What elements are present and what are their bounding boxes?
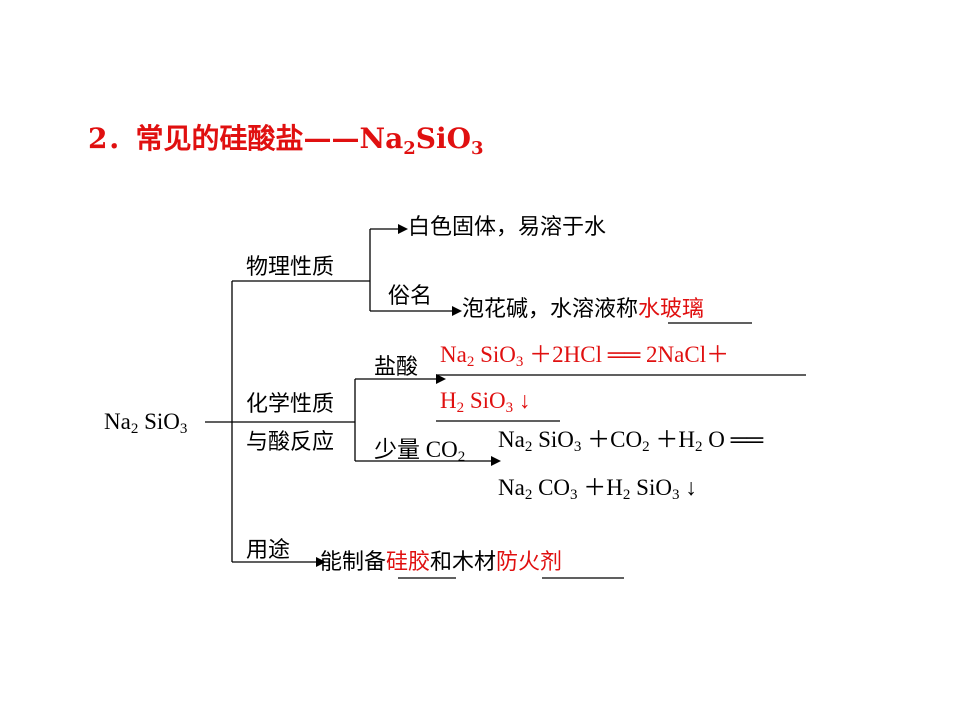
physical-label: 物理性质 (246, 255, 335, 280)
eq2-line2-d-sub: 3 (671, 487, 680, 503)
eq2-line2-b-sub: 3 (570, 487, 578, 503)
root-mid: SiO (138, 409, 180, 434)
title-number: 2 (88, 122, 108, 155)
title-sub1: 2 (403, 138, 416, 159)
eq2-b-sub: 3 (573, 439, 582, 455)
equation-2-line1: Na2 SiO3 ＋CO2 ＋H2 O ══ (498, 428, 763, 455)
eq1-a-sub: 2 (466, 354, 475, 370)
co2-label-sub: 2 (457, 449, 466, 465)
use-text-1: 能制备 (320, 550, 387, 575)
common-name-label: 俗名 (388, 284, 433, 309)
arrowhead-co2 (491, 456, 501, 466)
use-line: 能制备硅胶和木材防火剂 (320, 552, 562, 574)
eq1-c: ＋2HCl ══ 2NaCl＋ (523, 342, 730, 367)
eq2-line2-b: CO (532, 475, 571, 500)
root-text: Na (104, 409, 131, 434)
title-mid: SiO (415, 122, 472, 155)
eq2-line2-c-sub: 2 (622, 487, 631, 503)
eq2-line2-a: Na (498, 475, 525, 500)
title-text: ．常见的硅酸盐——Na (107, 122, 404, 155)
eq2-line2-a-sub: 2 (524, 487, 533, 503)
eq2-c: ＋CO (581, 427, 643, 452)
chemical-label-line1: 化学性质 (246, 392, 335, 417)
common-name-line: 泡花碱，水溶液称水玻璃 (462, 299, 704, 321)
use-text-2: 和木材 (430, 550, 497, 575)
precipitate-arrow-icon: ↓ (518, 388, 531, 413)
root-node: Na2 SiO3 (104, 410, 187, 437)
arrowhead-hcl (436, 374, 446, 384)
eq1-line2-b: SiO (464, 388, 506, 413)
eq1-b-sub: 3 (515, 354, 524, 370)
eq1-line2-b-sub: 3 (505, 400, 514, 416)
eq2-e: O ══ (702, 427, 764, 452)
eq1-a: Na (440, 342, 467, 367)
common-name-answer: 水玻璃 (638, 297, 705, 322)
arrowhead-name (452, 306, 462, 316)
eq2-c-sub: 2 (642, 439, 650, 455)
co2-label: 少量 CO2 (374, 438, 465, 465)
eq2-d-sub: 2 (694, 439, 703, 455)
arrowhead-use (316, 557, 326, 567)
co2-label-text: 少量 CO (374, 437, 458, 462)
common-name-text: 泡花碱，水溶液称 (462, 297, 639, 322)
eq1-b: SiO (474, 342, 516, 367)
root-sub1: 2 (130, 421, 139, 437)
use-label: 用途 (246, 538, 291, 563)
hcl-label: 盐酸 (374, 355, 419, 380)
eq2-a: Na (498, 427, 525, 452)
eq1-line2-a-sub: 2 (456, 400, 465, 416)
use-answer-1: 硅胶 (386, 550, 431, 575)
equation-1-line2: H2 SiO3 ↓ (440, 389, 530, 416)
eq1-line2-a: H (440, 388, 457, 413)
eq2-d: ＋H (649, 427, 695, 452)
arrowhead-appearance (398, 224, 408, 234)
page-title: 2．常见的硅酸盐——Na2SiO3 (88, 125, 484, 158)
equation-2-line2: Na2 CO3 ＋H2 SiO3 ↓ (498, 476, 697, 503)
eq2-a-sub: 2 (524, 439, 533, 455)
chemical-label-line2: 与酸反应 (246, 430, 335, 455)
physical-appearance: 白色固体，易溶于水 (408, 215, 607, 240)
equation-1-line1: Na2 SiO3 ＋2HCl ══ 2NaCl＋ (440, 343, 729, 370)
title-sub2: 3 (471, 138, 484, 159)
precipitate-arrow-icon-2: ↓ (685, 475, 697, 500)
root-sub2: 3 (179, 421, 188, 437)
eq2-line2-c: ＋H (577, 475, 623, 500)
eq2-b: SiO (532, 427, 574, 452)
use-answer-2: 防火剂 (496, 550, 563, 575)
eq2-line2-d: SiO (630, 475, 672, 500)
